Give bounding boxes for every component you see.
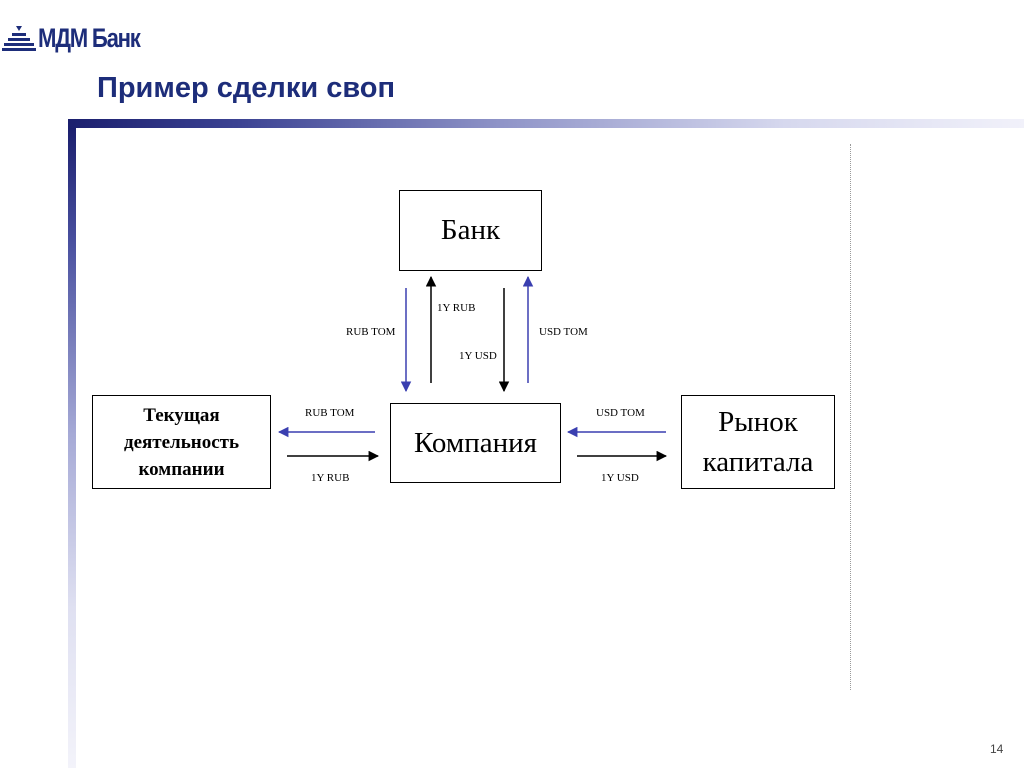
logo-stairs-icon	[2, 26, 36, 51]
current-operations-node: Текущая деятельность компании	[92, 395, 271, 489]
label-company-current-rub-tom: RUB TOM	[305, 407, 355, 419]
label-market-company-usd-tom: USD TOM	[596, 407, 645, 419]
label-bank-company-1y-usd: 1Y USD	[459, 350, 497, 362]
page-title: Пример сделки своп	[97, 72, 396, 104]
company-node: Компания	[390, 403, 561, 483]
label-current-company-1y-rub: 1Y RUB	[311, 472, 350, 484]
label-company-market-1y-usd: 1Y USD	[601, 472, 639, 484]
label-company-bank-1y-rub: 1Y RUB	[437, 302, 476, 314]
label-company-bank-usd-tom: USD TOM	[539, 326, 588, 338]
label-bank-company-rub-tom: RUB TOM	[346, 326, 396, 338]
capital-market-node: Рынок капитала	[681, 395, 835, 489]
logo-text: МДМ Банк	[38, 23, 141, 53]
header-gradient-bar	[68, 119, 1024, 128]
mdm-bank-logo: МДМ Банк	[2, 22, 141, 54]
bank-node: Банк	[399, 190, 542, 271]
side-gradient-bar	[68, 128, 76, 768]
content-divider	[850, 144, 851, 690]
page-number: 14	[990, 742, 1004, 756]
